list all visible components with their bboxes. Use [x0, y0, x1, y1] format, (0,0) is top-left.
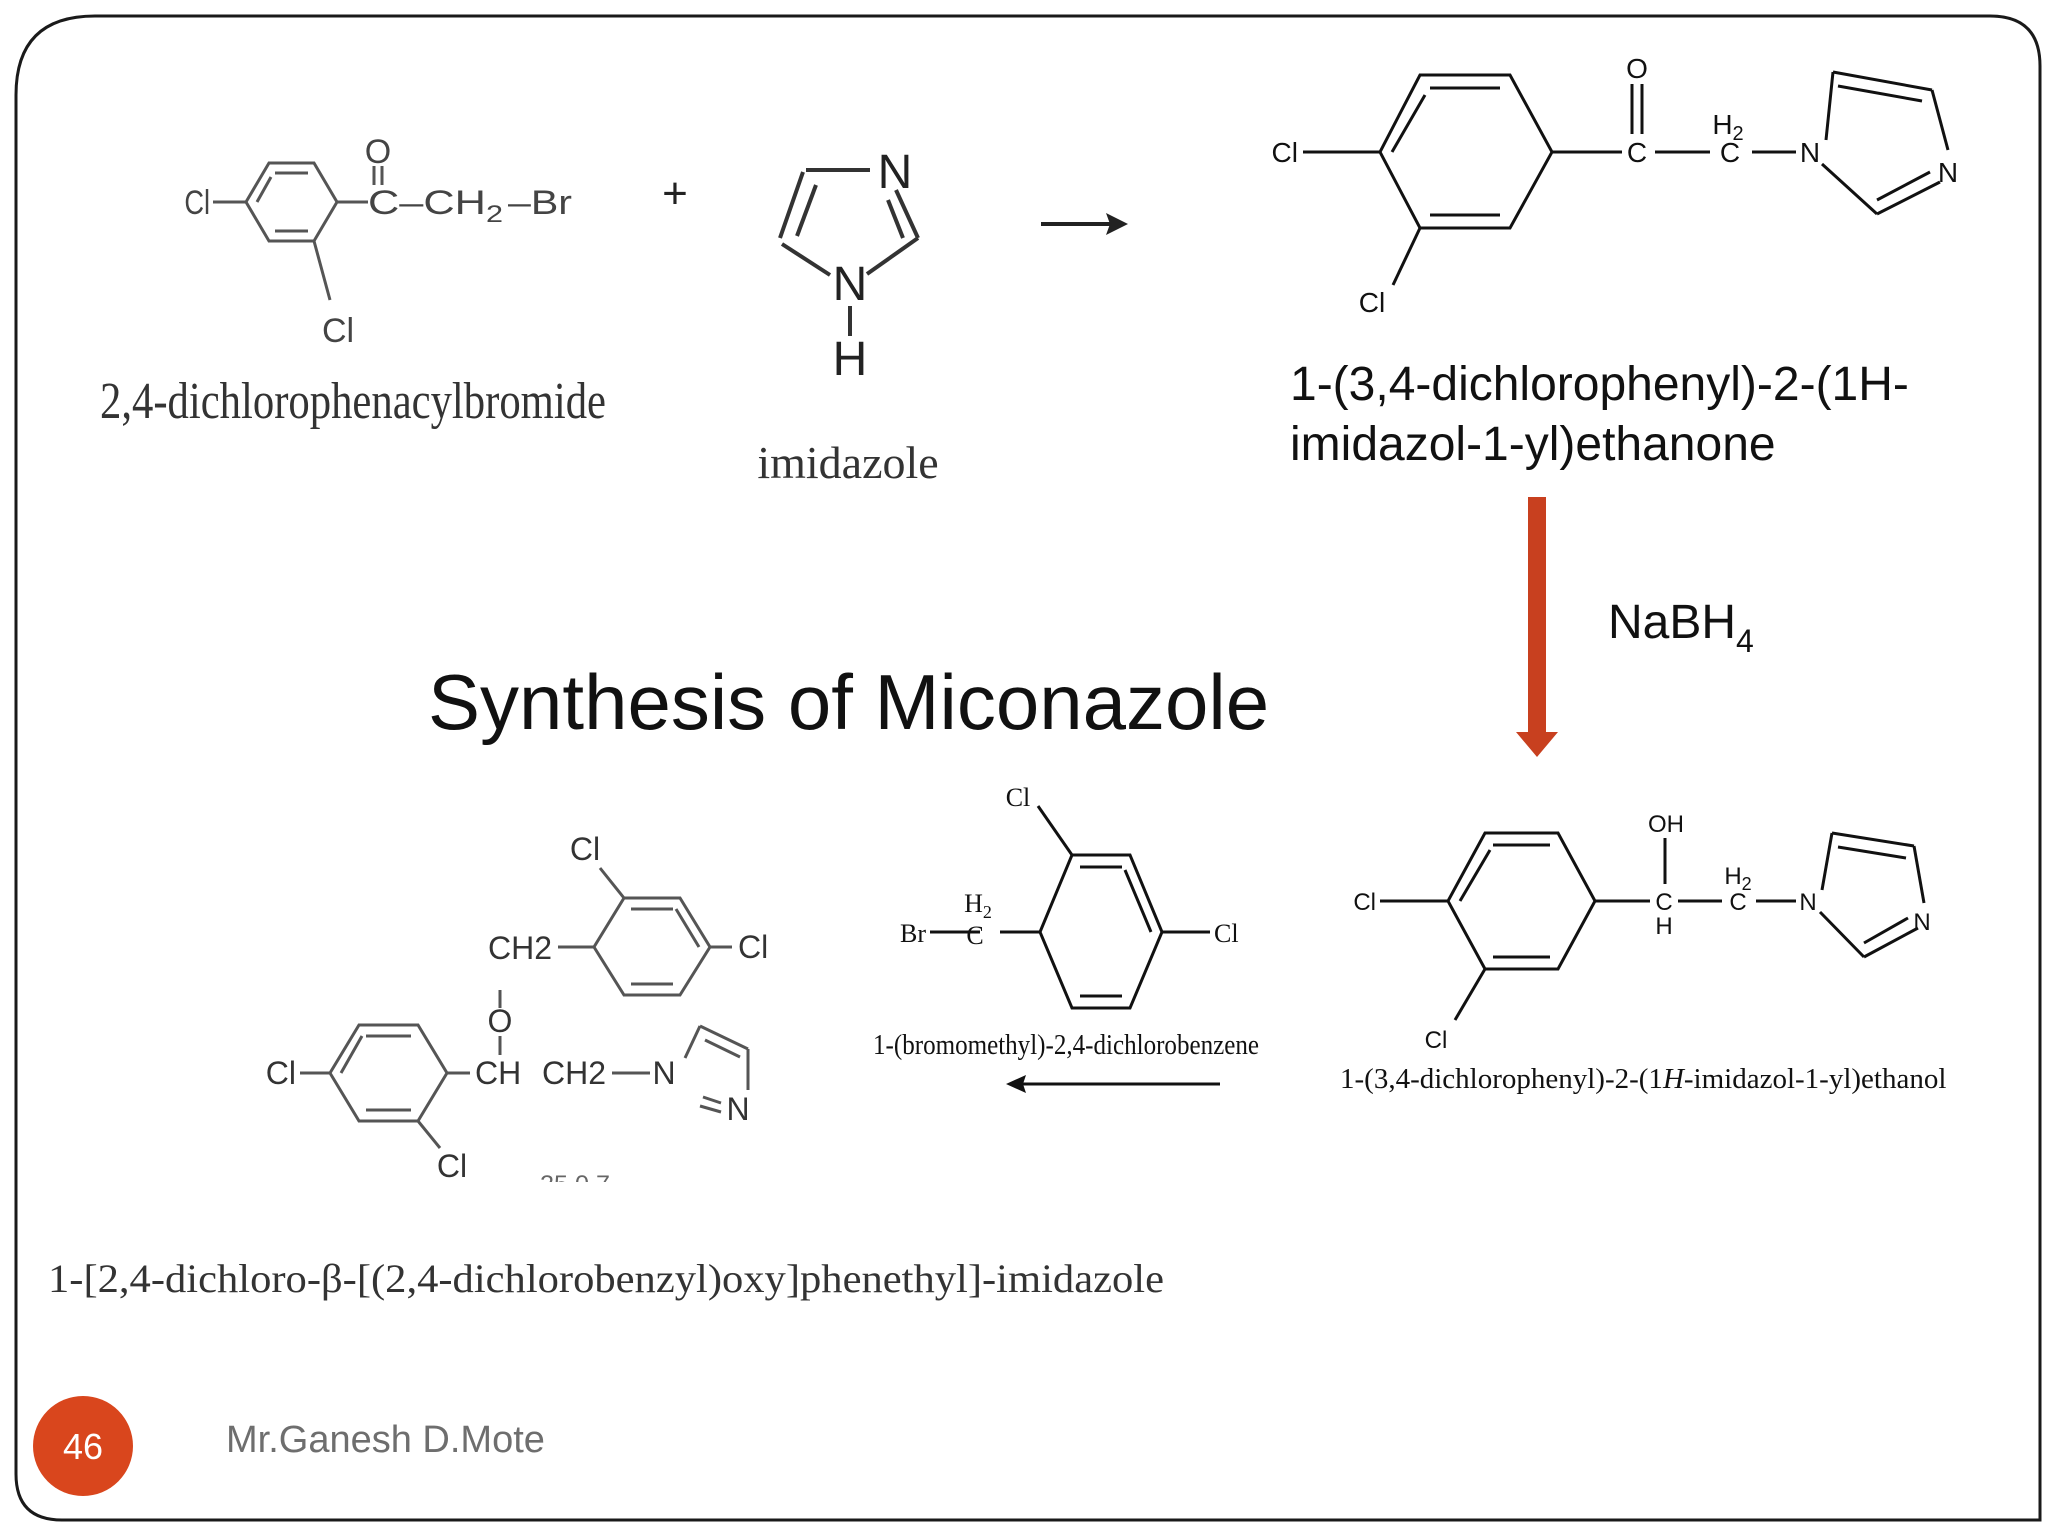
miconazole-imidazole-n3: N [726, 1091, 749, 1127]
reactant-1-structure [213, 161, 384, 301]
miconazole-benzyl-ch2: CH2 [488, 930, 552, 966]
benzyl-methylene-h2: H2 [964, 889, 992, 922]
alcohol-methylene-c: C [1729, 889, 1746, 916]
reactant-1-name: 2,4-dichlorophenacylbromide [100, 373, 606, 430]
miconazole-imidazole-n1: N [652, 1055, 675, 1091]
miconazole-cl-top: Cl [570, 831, 600, 867]
alcohol-cl-bottom: Cl [1425, 1027, 1448, 1054]
alcohol-carbinol-h: H [1655, 913, 1672, 940]
ketone-name-line-2: imidazol-1-yl)ethanone [1290, 418, 1776, 471]
reduction-arrow [1516, 497, 1558, 757]
ketone-methylene-c: C [1720, 137, 1740, 168]
forward-reaction-arrow [1041, 213, 1128, 235]
reactant-1-cl-bottom: Cl [322, 312, 354, 350]
miconazole-ch2-chain: CH2 [542, 1055, 606, 1091]
alcohol-carbinol-c: C [1655, 889, 1672, 916]
benzyl-bromine: Br [900, 919, 926, 948]
miconazole-cl-bottom: Cl [437, 1148, 467, 1184]
imidazole-structure [778, 168, 920, 336]
plus-sign: + [662, 169, 688, 218]
imidazole-n3: N [878, 146, 913, 199]
miconazole-structure [300, 867, 750, 1149]
alcohol-structure [1380, 831, 1926, 1021]
miconazole-cl-left: Cl [266, 1055, 296, 1091]
ketone-oxygen: O [1626, 53, 1648, 84]
product-name: 1-[2,4-dichloro-β-[(2,4-dichlorobenzyl)o… [48, 1256, 1164, 1301]
ketone-structure [1303, 70, 1950, 286]
slide-title: Synthesis of Miconazole [428, 658, 1269, 746]
reactant-1-bromine: –Br [508, 184, 572, 222]
alcohol-imidazole-n1: N [1799, 889, 1816, 916]
ketone-name-line-1: 1-(3,4-dichlorophenyl)-2-(1H- [1290, 358, 1909, 411]
ketone-carbonyl-c: C [1627, 137, 1647, 168]
miconazole-cl-right: Cl [738, 929, 768, 965]
imidazole-n1: N [833, 258, 868, 311]
ketone-methylene-h2: H2 [1712, 109, 1743, 145]
reducing-agent: NaBH4 [1608, 596, 1754, 659]
page-number-badge [33, 1396, 133, 1496]
ketone-cl-left: Cl [1272, 137, 1298, 168]
reactant-1-cl-left: Cl [184, 183, 210, 222]
ketone-cl-bottom: Cl [1359, 287, 1385, 318]
alcohol-hydroxyl: OH [1648, 811, 1684, 838]
product-image-crop [520, 1182, 630, 1204]
reactant-1-oxygen: O [365, 133, 391, 171]
alcohol-methylene-h2: H2 [1724, 863, 1751, 894]
benzyl-cl-top: Cl [1006, 783, 1031, 812]
alcohol-imidazole-n3: N [1913, 909, 1930, 936]
page-number: 46 [63, 1426, 103, 1467]
ketone-imidazole-n3: N [1938, 157, 1958, 188]
miconazole-ether-oxygen: O [488, 1003, 513, 1039]
benzyl-bromide-structure [930, 805, 1210, 1010]
final-step-arrow [1006, 1075, 1220, 1093]
slide-frame [14, 14, 2042, 1522]
ketone-imidazole-n1: N [1800, 137, 1820, 168]
benzyl-cl-right: Cl [1214, 919, 1239, 948]
alcohol-cl-left: Cl [1353, 889, 1376, 916]
imidazole-h: H [833, 333, 868, 386]
miconazole-ch: CH [475, 1055, 521, 1091]
alcohol-name: 1-(3,4-dichlorophenyl)-2-(1H-imidazol-1-… [1340, 1063, 1946, 1095]
benzyl-methylene-c: C [966, 921, 983, 950]
reactant-2-name: imidazole [757, 437, 938, 488]
author-name: Mr.Ganesh D.Mote [226, 1419, 545, 1461]
benzyl-bromide-name: 1-(bromomethyl)-2,4-dichlorobenzene [873, 1029, 1259, 1061]
